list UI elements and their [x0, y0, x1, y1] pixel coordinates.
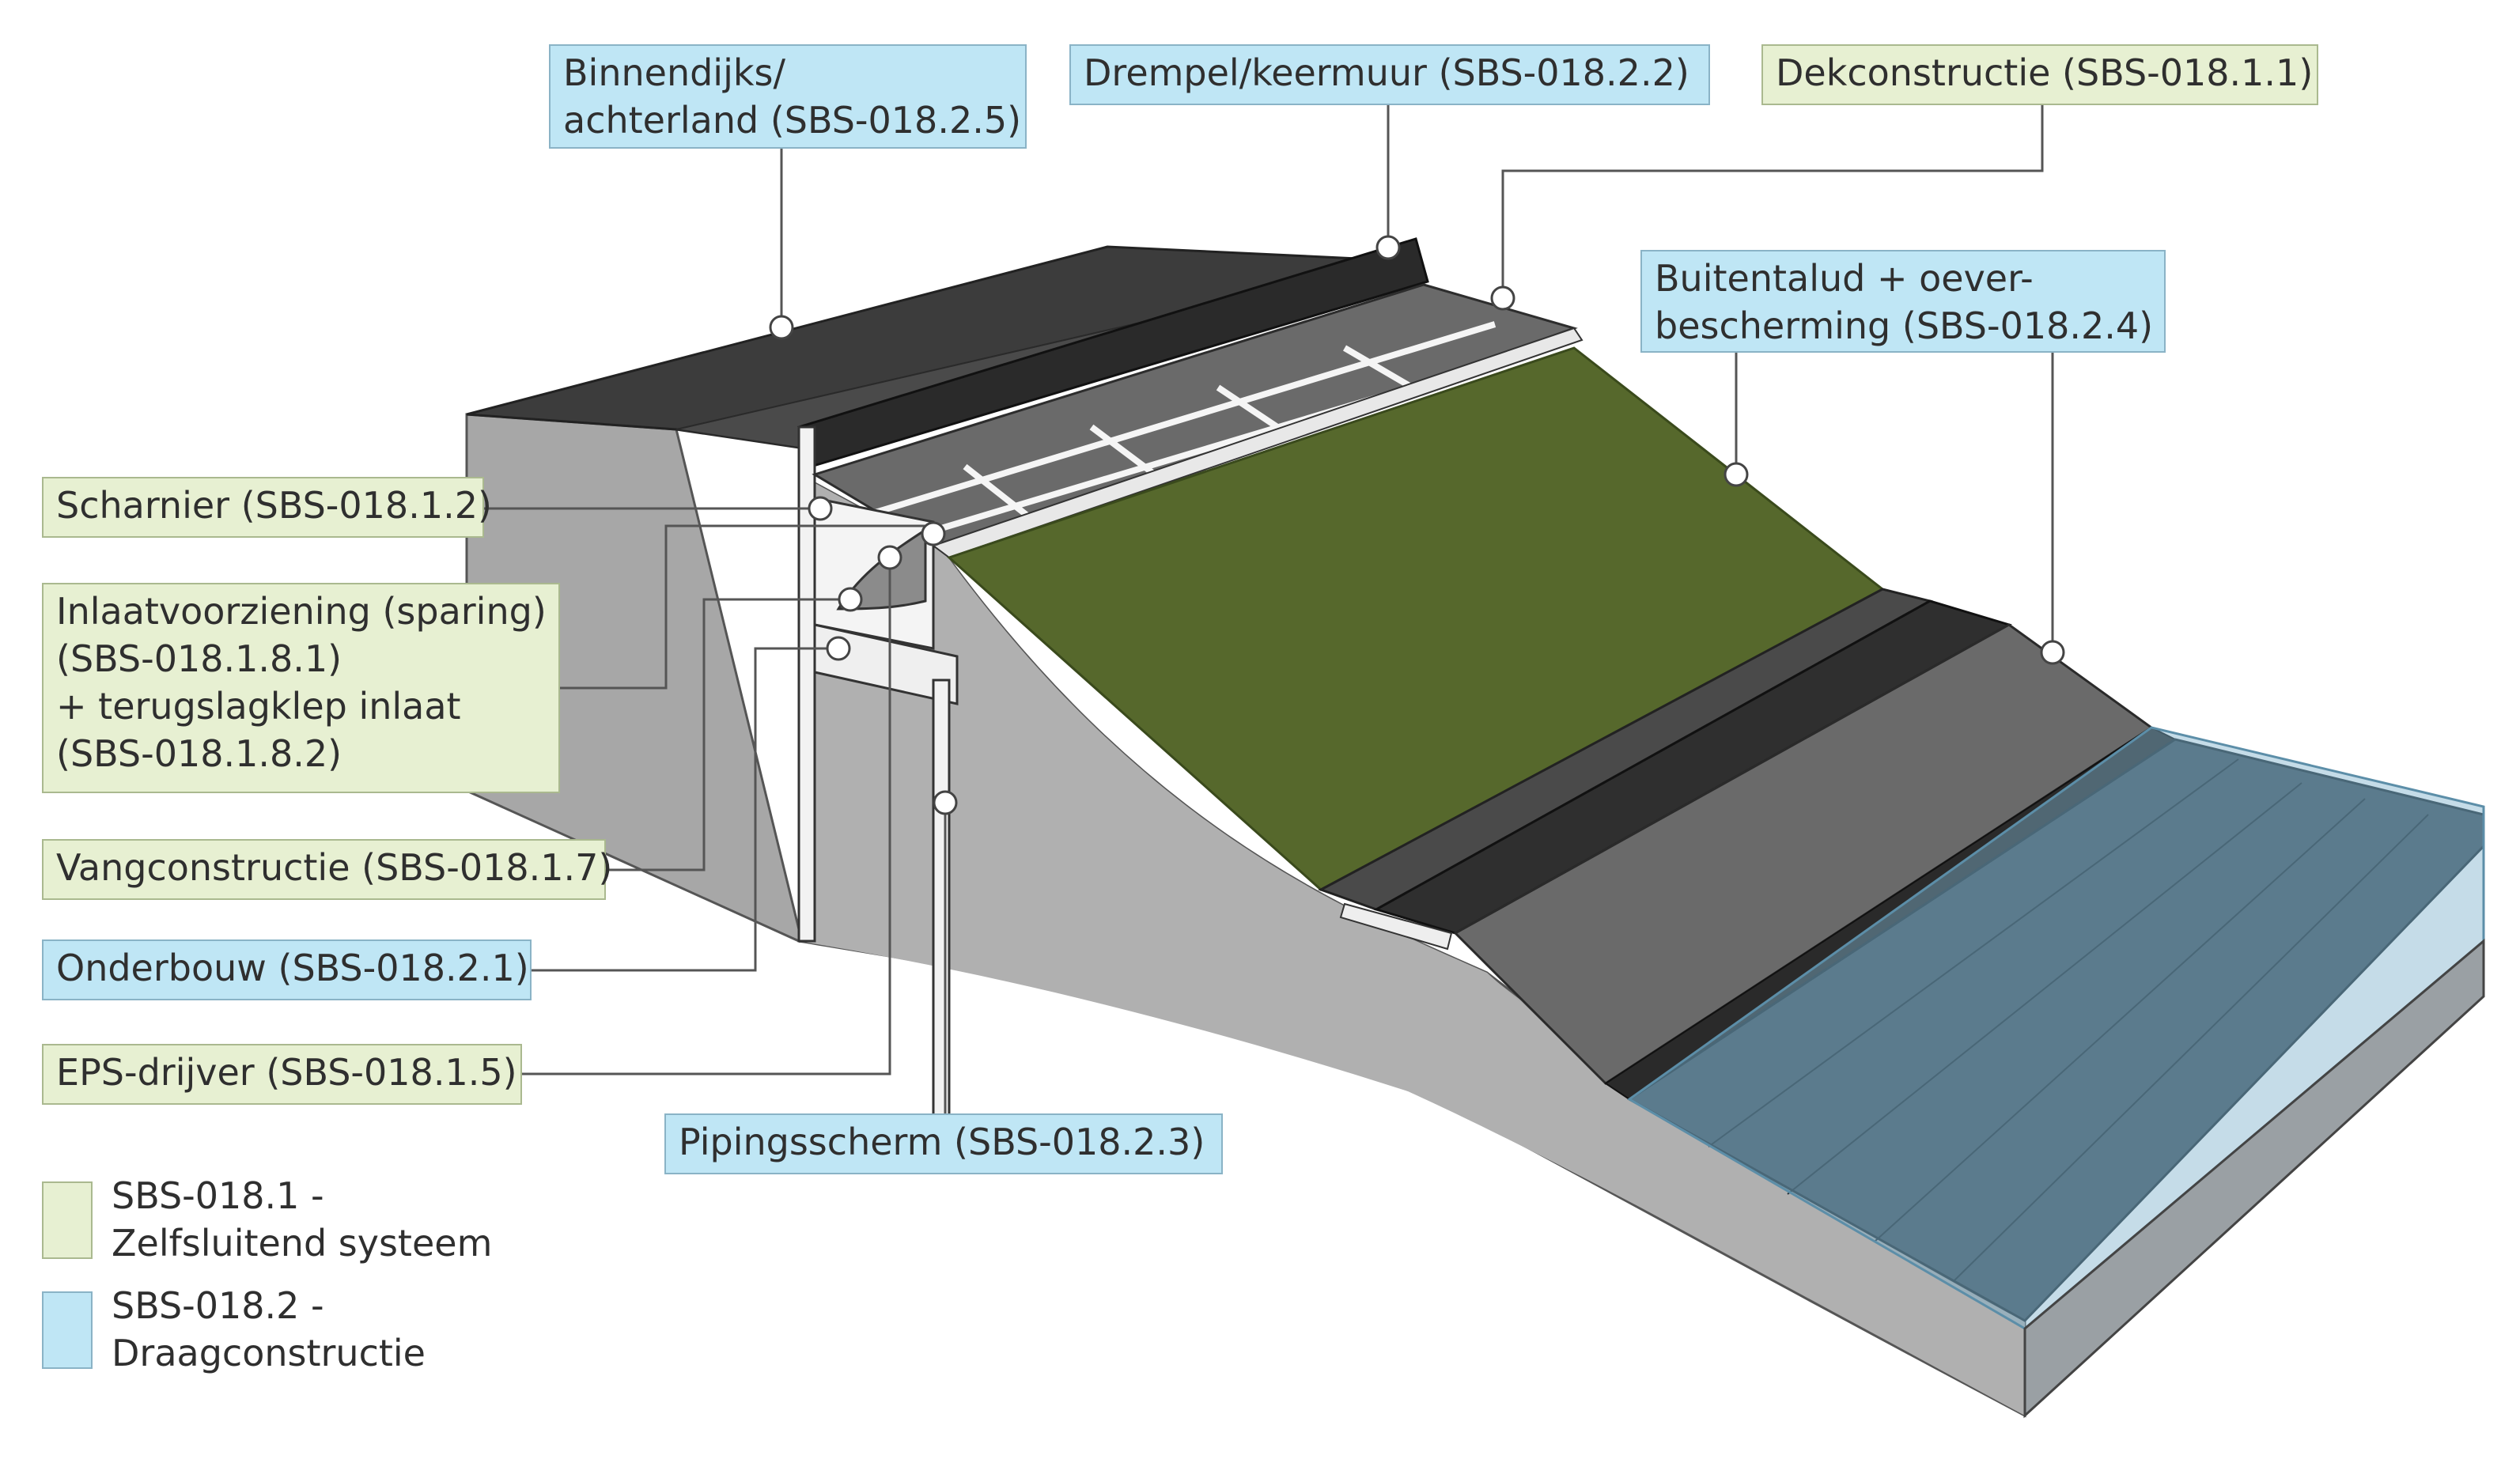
leader-end-markers [769, 235, 2065, 815]
label-inlaat-line3: + terugslagklep inlaat [56, 685, 461, 728]
legend-2-line2: Draagconstructie [112, 1332, 426, 1374]
legend-2-line1: SBS-018.2 - [112, 1284, 324, 1327]
label-inlaat-line1: Inlaatvoorziening (sparing) [56, 590, 547, 633]
label-onderbouw-text: Onderbouw (SBS-018.2.1) [56, 947, 529, 989]
label-buitentalud-line2: bescherming (SBS-018.2.4) [1655, 304, 2154, 347]
legend-1-line2: Zelfsluitend systeem [112, 1222, 493, 1265]
label-dekconstructie-text: Dekconstructie (SBS-018.1.1) [1776, 51, 2314, 94]
label-eps: EPS-drijver (SBS-018.1.5) [42, 1044, 522, 1105]
piping-screen [932, 679, 951, 1117]
onderbouw-beam [813, 623, 959, 705]
leader-lines [484, 105, 2054, 1113]
label-buitentalud: Buitentalud + oever- bescherming (SBS-01… [1640, 250, 2166, 353]
water-volume [1627, 726, 2485, 1330]
dike-lower-face [799, 474, 2025, 1416]
label-dekconstructie: Dekconstructie (SBS-018.1.1) [1761, 44, 2318, 105]
water-front-face [2023, 938, 2485, 1419]
label-scharnier-text: Scharnier (SBS-018.1.2) [56, 484, 492, 527]
label-onderbouw: Onderbouw (SBS-018.2.1) [42, 939, 532, 1000]
label-inlaat-line4: (SBS-018.1.8.2) [56, 732, 342, 775]
legend-text-sbs-018-1: SBS-018.1 - Zelfsluitend systeem [112, 1172, 492, 1267]
legend-swatch-sbs-018-2 [42, 1291, 93, 1369]
label-vangconstructie: Vangconstructie (SBS-018.1.7) [42, 839, 613, 900]
legend-text-sbs-018-2: SBS-018.2 - Draagconstructie [112, 1282, 426, 1377]
water-bed-lines [1708, 758, 2429, 1282]
legend-1-line1: SBS-018.1 - [112, 1174, 324, 1217]
label-binnendijks: Binnendijks/ achterland (SBS-018.2.5) [549, 44, 1027, 149]
legend-swatch-sbs-018-1 [42, 1181, 93, 1259]
label-eps-text: EPS-drijver (SBS-018.1.5) [56, 1051, 517, 1094]
label-buitentalud-line1: Buitentalud + oever- [1655, 257, 2034, 300]
label-scharnier: Scharnier (SBS-018.1.2) [42, 477, 492, 538]
label-pipingsscherm: Pipingsscherm (SBS-018.2.3) [664, 1113, 1223, 1174]
label-vangconstructie-text: Vangconstructie (SBS-018.1.7) [56, 846, 613, 889]
label-binnendijks-line2: achterland (SBS-018.2.5) [563, 99, 1022, 142]
label-binnendijks-line1: Binnendijks/ [563, 51, 785, 94]
label-drempel: Drempel/keermuur (SBS-018.2.2) [1069, 44, 1710, 105]
bank-ledge [1339, 902, 1453, 951]
retaining-wall-post [797, 425, 816, 943]
label-drempel-text: Drempel/keermuur (SBS-018.2.2) [1084, 51, 1689, 94]
label-pipingsscherm-text: Pipingsscherm (SBS-018.2.3) [679, 1121, 1205, 1163]
label-inlaat: Inlaatvoorziening (sparing) (SBS-018.1.8… [42, 583, 560, 793]
deck-edge-strip [931, 327, 1584, 559]
label-inlaat-line2: (SBS-018.1.8.1) [56, 637, 342, 680]
